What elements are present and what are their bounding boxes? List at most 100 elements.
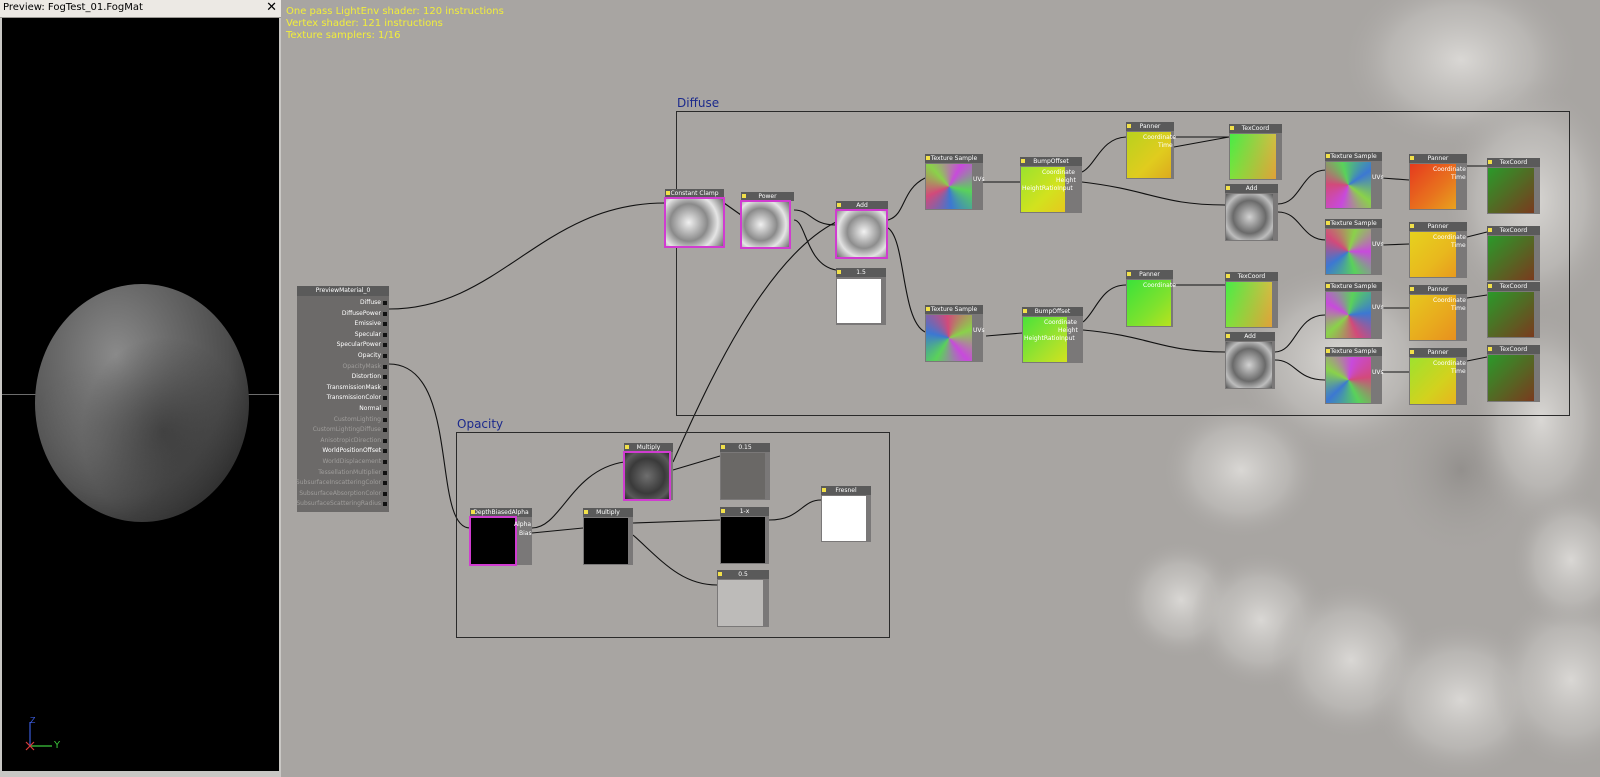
- node-title: Texture Sample: [930, 306, 978, 313]
- texture-sample-r4-preview: [1326, 357, 1371, 403]
- material-graph-canvas[interactable]: One pass LightEnv shader: 120 instructio…: [281, 0, 1600, 777]
- texcoord-r1-preview: [1488, 168, 1534, 213]
- node-title: Texture Sample: [1330, 348, 1377, 355]
- panner-b-node[interactable]: Panner Coordinate: [1126, 270, 1176, 327]
- texcoord-r3-node[interactable]: TexCoord: [1487, 282, 1540, 338]
- material-input-port[interactable]: [383, 322, 387, 327]
- texcoord-r4-node[interactable]: TexCoord: [1487, 345, 1540, 402]
- one-minus-preview: [721, 517, 765, 563]
- group-frame-opacity[interactable]: [456, 432, 890, 638]
- material-input-port[interactable]: [383, 481, 387, 486]
- node-title: BumpOffset: [1034, 308, 1071, 315]
- material-input-label: Emissive: [354, 320, 381, 328]
- texture-sample-b-preview: [926, 315, 972, 361]
- add-b-node[interactable]: Add: [1225, 332, 1275, 389]
- material-input-label: TransmissionColor: [326, 394, 381, 402]
- texcoord-a-node[interactable]: TexCoord: [1229, 124, 1282, 180]
- add-a-node[interactable]: Add: [1225, 184, 1278, 241]
- texcoord-b-node[interactable]: TexCoord: [1225, 272, 1278, 328]
- texture-sample-b-node[interactable]: Texture Sample UVs: [925, 305, 985, 362]
- material-input-port[interactable]: [383, 375, 387, 380]
- multiply-b-node[interactable]: Multiply: [583, 508, 633, 565]
- group-frame-diffuse[interactable]: [676, 111, 1570, 416]
- texture-sample-r3-node[interactable]: Texture Sample UVs: [1325, 282, 1384, 339]
- constant-0-5-node[interactable]: 0.5: [717, 570, 769, 627]
- texture-sample-r1-node[interactable]: Texture Sample UVs: [1325, 152, 1384, 209]
- material-input-port[interactable]: [383, 311, 387, 316]
- stats-line-samplers: Texture samplers: 1/16: [286, 30, 401, 41]
- material-input-port[interactable]: [383, 491, 387, 496]
- node-title: Add: [1244, 333, 1256, 340]
- node-title: 1-x: [739, 508, 750, 515]
- bump-offset-a-node[interactable]: BumpOffset Coordinate Height HeightRatio…: [1020, 157, 1082, 213]
- texcoord-r2-node[interactable]: TexCoord: [1487, 226, 1540, 281]
- one-minus-node[interactable]: 1-x: [720, 507, 769, 564]
- texture-sample-a-node[interactable]: Texture Sample UVs: [925, 154, 985, 210]
- power-node[interactable]: Power: [740, 192, 794, 249]
- constant-1-5-node[interactable]: 1.5: [836, 268, 886, 325]
- panner-a-node[interactable]: Panner Coordinate Time: [1126, 122, 1176, 179]
- node-title: 1.5: [856, 269, 866, 276]
- panner-b-preview: [1127, 280, 1171, 326]
- panner-r4-preview: [1410, 358, 1456, 404]
- material-input-port[interactable]: [383, 364, 387, 369]
- preview-viewport[interactable]: Y Z: [2, 18, 279, 771]
- material-input-port[interactable]: [383, 332, 387, 337]
- material-input-port[interactable]: [383, 385, 387, 390]
- material-input-label: CustomLighting: [333, 415, 381, 423]
- node-title: TexCoord: [1241, 125, 1270, 132]
- material-input-port[interactable]: [383, 449, 387, 454]
- texture-sample-r4-node[interactable]: Texture Sample UVs: [1325, 347, 1384, 404]
- material-input-port[interactable]: [383, 343, 387, 348]
- preview-sphere-shading: [35, 284, 249, 522]
- material-input-label: SubsurfaceScatteringRadius: [296, 500, 381, 508]
- close-icon[interactable]: ✕: [266, 0, 277, 15]
- material-input-port[interactable]: [383, 354, 387, 358]
- panner-r4-node[interactable]: Panner Coordinate Time: [1409, 348, 1467, 405]
- material-input-port[interactable]: [383, 460, 387, 464]
- node-title: Power: [758, 193, 777, 200]
- add-main-node[interactable]: Add: [835, 201, 888, 259]
- node-title: Multiply: [596, 509, 620, 516]
- material-input-port[interactable]: [383, 470, 387, 475]
- node-title: 0.5: [738, 571, 748, 578]
- material-input-label: SpecularPower: [336, 341, 381, 349]
- texture-sample-r2-node[interactable]: Texture Sample UVs: [1325, 219, 1384, 275]
- texture-sample-r3-preview: [1326, 292, 1371, 338]
- material-input-label: AnisotropicDirection: [320, 436, 381, 444]
- bump-offset-b-node[interactable]: BumpOffset Coordinate Height HeightRatio…: [1022, 307, 1083, 363]
- material-input-label: WorldDisplacement: [322, 458, 381, 465]
- material-input-port[interactable]: [383, 502, 387, 507]
- multiply-b-preview: [584, 518, 628, 564]
- material-input-port[interactable]: [383, 417, 387, 422]
- depth-biased-alpha-preview: [469, 516, 517, 566]
- panner-r1-node[interactable]: Panner Coordinate Time: [1409, 154, 1467, 210]
- depth-biased-alpha-node[interactable]: DepthBiasedAlpha Alpha Bias: [469, 508, 532, 566]
- fresnel-preview: [822, 496, 866, 541]
- fresnel-node[interactable]: Fresnel: [821, 486, 871, 542]
- panner-r3-node[interactable]: Panner Coordinate Time: [1409, 285, 1467, 341]
- texcoord-r1-node[interactable]: TexCoord: [1487, 158, 1540, 214]
- material-input-port[interactable]: [383, 407, 387, 411]
- constant-0-15-preview: [721, 453, 765, 499]
- multiply-a-node[interactable]: Multiply: [623, 443, 673, 501]
- panner-r2-node[interactable]: Panner Coordinate Time: [1409, 222, 1467, 278]
- material-input-port[interactable]: [383, 438, 387, 443]
- texcoord-r2-preview: [1488, 236, 1534, 280]
- axis-gizmo-icon: [25, 722, 52, 751]
- material-input-label: TessellationMultiplier: [318, 468, 381, 476]
- wire-connections: [388, 136, 1488, 586]
- material-input-port[interactable]: [383, 301, 387, 305]
- texcoord-r4-preview: [1488, 355, 1534, 401]
- node-title: TexCoord: [1499, 283, 1528, 290]
- panner-a-preview: [1127, 132, 1171, 178]
- material-input-label: Normal: [359, 405, 381, 412]
- constant-clamp-node[interactable]: Constant Clamp: [664, 189, 725, 248]
- node-title: Panner: [1427, 286, 1449, 293]
- constant-0-15-node[interactable]: 0.15: [720, 443, 770, 500]
- material-input-port[interactable]: [383, 428, 387, 433]
- material-input-label: Specular: [354, 330, 381, 338]
- node-title: Texture Sample: [930, 155, 978, 162]
- material-input-port[interactable]: [383, 396, 387, 401]
